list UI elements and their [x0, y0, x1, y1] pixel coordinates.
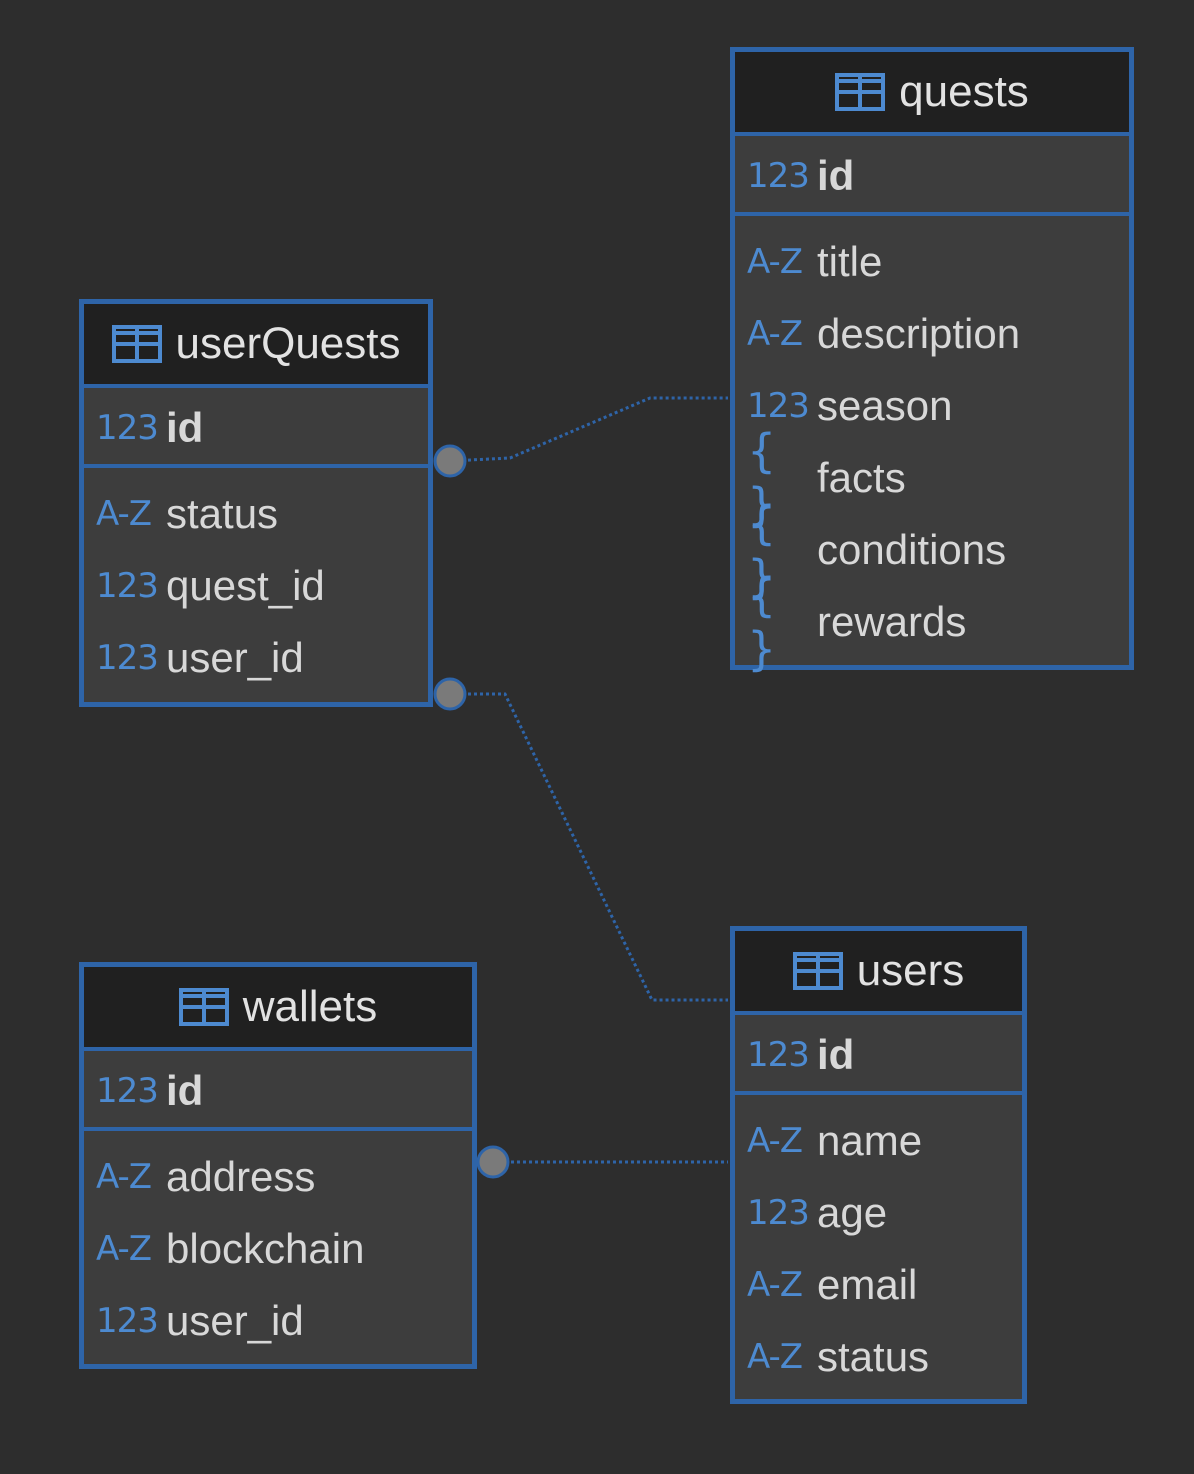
entity-name: quests: [899, 67, 1029, 116]
column-name: blockchain: [166, 1225, 365, 1272]
text-type-icon: A-Z: [96, 1229, 152, 1269]
entity-quests[interactable]: quests 123 id A-Z title A-Z description …: [730, 47, 1134, 676]
numeric-type-icon: 123: [747, 1193, 810, 1233]
column-row[interactable]: A-Z status: [735, 1321, 1022, 1393]
table-icon: [178, 988, 229, 1026]
column-name: name: [817, 1117, 923, 1164]
column-row[interactable]: A-Z blockchain: [84, 1213, 472, 1285]
column-row[interactable]: 123 user_id: [84, 1285, 472, 1357]
fk-anchor-dot-wallets-users[interactable]: [476, 1145, 510, 1179]
column-name: conditions: [817, 526, 1007, 573]
numeric-type-icon: 123: [96, 638, 159, 678]
entity-name: userQuests: [175, 319, 401, 368]
text-type-icon: A-Z: [747, 1121, 803, 1161]
primary-key-section: 123 id: [84, 388, 428, 468]
columns-section: A-Z status 123 quest_id 123 user_id: [84, 468, 428, 694]
numeric-type-icon: 123: [747, 156, 810, 196]
column-name: id: [817, 1031, 855, 1078]
json-type-icon: { }: [747, 424, 787, 532]
column-name: status: [166, 490, 279, 537]
numeric-type-icon: 123: [747, 386, 810, 426]
columns-section: A-Z address A-Z blockchain 123 user_id: [84, 1131, 472, 1357]
column-name: description: [817, 310, 1021, 357]
column-row[interactable]: A-Z title: [735, 226, 1129, 298]
column-name: age: [817, 1189, 888, 1236]
column-name: address: [166, 1153, 316, 1200]
column-row[interactable]: 123 user_id: [84, 622, 428, 694]
column-name: season: [817, 382, 953, 429]
table-icon: [792, 952, 843, 990]
text-type-icon: A-Z: [96, 1157, 152, 1197]
numeric-type-icon: 123: [96, 566, 159, 606]
column-row[interactable]: 123 id: [84, 388, 428, 468]
column-name: facts: [817, 454, 906, 501]
column-row[interactable]: 123 id: [84, 1051, 472, 1131]
column-name: title: [817, 238, 883, 285]
column-name: user_id: [166, 634, 304, 681]
entity-userquests[interactable]: userQuests 123 id A-Z status 123 quest_i…: [79, 299, 433, 707]
column-row[interactable]: A-Z status: [84, 478, 428, 550]
columns-section: A-Z title A-Z description 123 season { }…: [735, 216, 1129, 676]
entity-users[interactable]: users 123 id A-Z name 123 age A-Z email …: [730, 926, 1027, 1404]
numeric-type-icon: 123: [96, 1301, 159, 1341]
entity-header[interactable]: quests: [735, 52, 1129, 136]
column-row[interactable]: A-Z description: [735, 298, 1129, 370]
column-name: id: [166, 404, 204, 451]
column-row[interactable]: 123 id: [735, 136, 1129, 216]
entity-header[interactable]: userQuests: [84, 304, 428, 388]
numeric-type-icon: 123: [96, 1071, 159, 1111]
column-row[interactable]: 123 season: [735, 370, 1129, 442]
column-name: user_id: [166, 1297, 304, 1344]
relationship-userquests-quests[interactable]: [449, 396, 728, 463]
primary-key-section: 123 id: [735, 136, 1129, 216]
json-type-icon: { }: [747, 496, 787, 604]
column-name: status: [817, 1333, 930, 1380]
column-row[interactable]: 123 quest_id: [84, 550, 428, 622]
fk-anchor-dot-userquests-users[interactable]: [433, 677, 467, 711]
table-icon: [835, 73, 886, 111]
entity-name: wallets: [242, 982, 378, 1031]
column-row[interactable]: A-Z email: [735, 1249, 1022, 1321]
column-row[interactable]: A-Z address: [84, 1141, 472, 1213]
numeric-type-icon: 123: [96, 408, 159, 448]
column-name: rewards: [817, 598, 967, 645]
column-row[interactable]: A-Z name: [735, 1105, 1022, 1177]
table-icon: [111, 325, 162, 363]
entity-wallets[interactable]: wallets 123 id A-Z address A-Z blockchai…: [79, 962, 477, 1369]
numeric-type-icon: 123: [747, 1035, 810, 1075]
column-row[interactable]: { } rewards: [735, 568, 1129, 676]
json-type-icon: { }: [747, 568, 787, 676]
relationship-userquests-users[interactable]: [450, 692, 728, 1002]
entity-name: users: [856, 946, 965, 995]
text-type-icon: A-Z: [747, 242, 803, 282]
column-name: quest_id: [166, 562, 325, 609]
text-type-icon: A-Z: [96, 494, 152, 534]
primary-key-section: 123 id: [84, 1051, 472, 1131]
column-name: email: [817, 1261, 918, 1308]
text-type-icon: A-Z: [747, 314, 803, 354]
column-row[interactable]: 123 age: [735, 1177, 1022, 1249]
column-row[interactable]: 123 id: [735, 1015, 1022, 1095]
entity-header[interactable]: wallets: [84, 967, 472, 1051]
fk-anchor-dot-userquests-quests[interactable]: [433, 444, 467, 478]
column-row[interactable]: { } facts: [735, 424, 1129, 532]
column-name: id: [817, 152, 855, 199]
column-row[interactable]: { } conditions: [735, 496, 1129, 604]
text-type-icon: A-Z: [747, 1337, 803, 1377]
text-type-icon: A-Z: [747, 1265, 803, 1305]
primary-key-section: 123 id: [735, 1015, 1022, 1095]
entity-header[interactable]: users: [735, 931, 1022, 1015]
column-name: id: [166, 1067, 204, 1114]
columns-section: A-Z name 123 age A-Z email A-Z status: [735, 1095, 1022, 1393]
